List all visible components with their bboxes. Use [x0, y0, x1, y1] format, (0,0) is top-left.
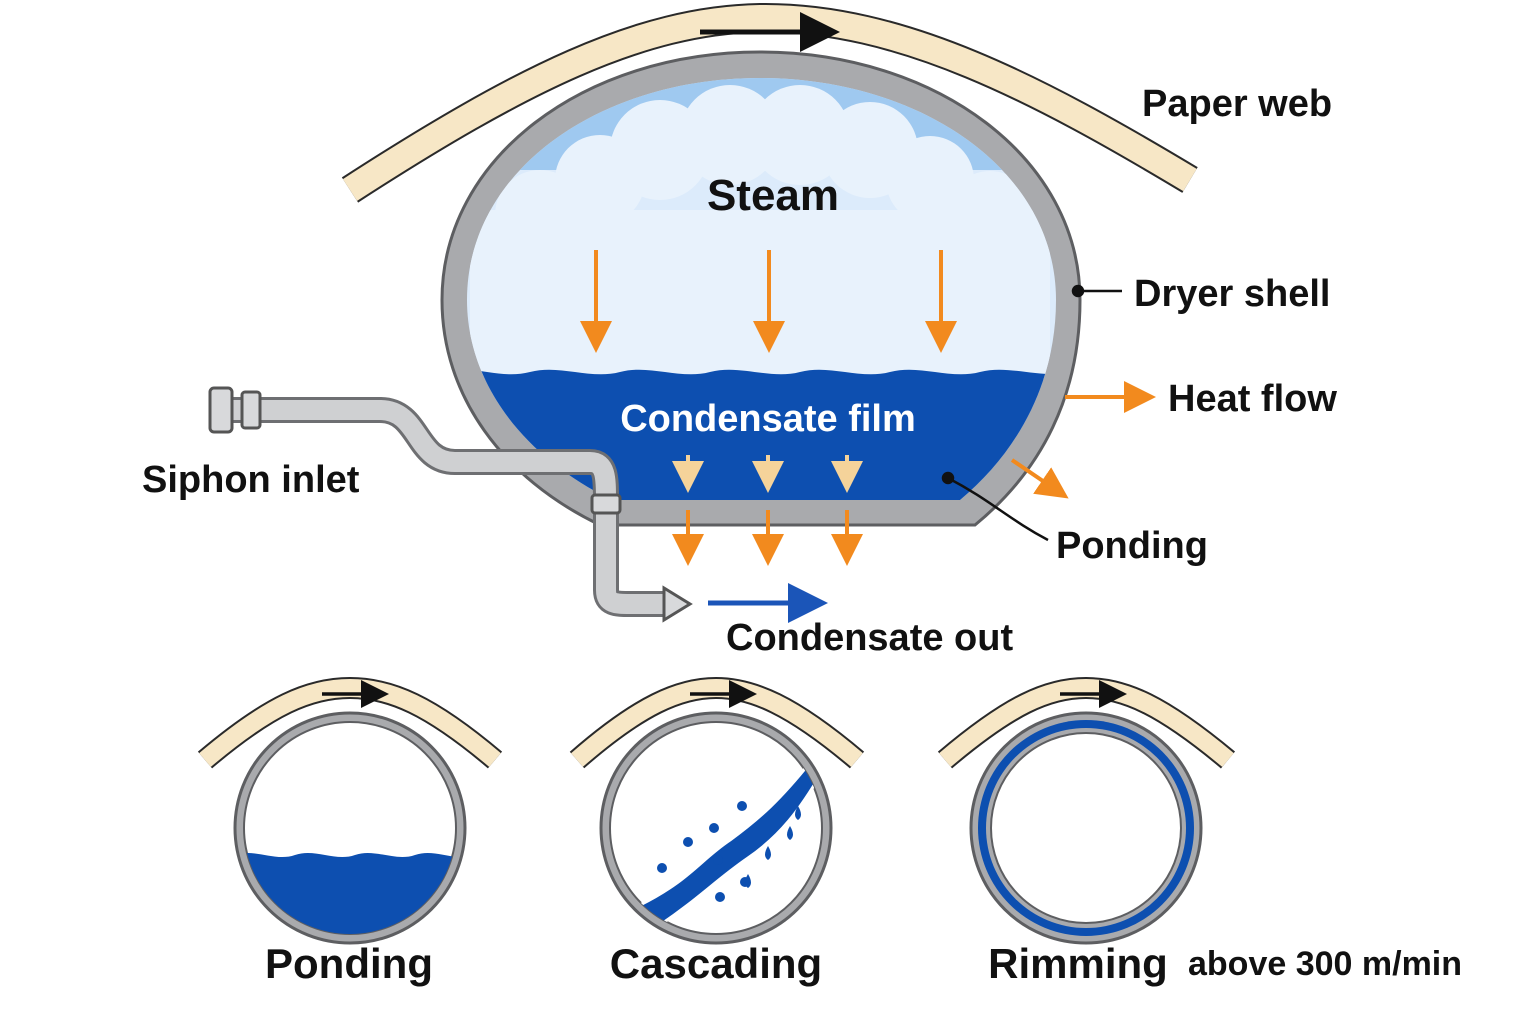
label-heat-flow: Heat flow — [1168, 378, 1337, 420]
paper-web — [341, 2, 1198, 203]
label-ponding: Ponding — [1056, 525, 1208, 567]
film-heat-arrows — [672, 455, 863, 493]
regime-label-rimming: Rimming — [988, 940, 1168, 987]
regime-label-cascading: Cascading — [610, 940, 822, 987]
label-steam: Steam — [707, 171, 839, 220]
label-condensate-film: Condensate film — [620, 398, 916, 440]
heat-out-arrows — [672, 381, 1156, 566]
regime-label-ponding: Ponding — [265, 940, 433, 987]
siphon-outlet-nozzle — [662, 585, 693, 623]
arrow-diagonal-icon — [1010, 458, 1069, 499]
steam-heat-arrows — [580, 250, 957, 353]
regime-ponding — [197, 676, 503, 945]
label-siphon-inlet: Siphon inlet — [142, 459, 360, 501]
label-paper-web: Paper web — [1142, 83, 1332, 125]
label-dryer-shell: Dryer shell — [1134, 273, 1330, 315]
leader-lines — [941, 284, 1122, 542]
regime-rimming — [937, 676, 1236, 945]
cascading-stream — [637, 757, 822, 927]
regime-cascading — [569, 676, 865, 945]
regime-note-rimming-speed: above 300 m/min — [1188, 945, 1462, 983]
cascading-droplets — [657, 801, 801, 902]
label-condensate-out: Condensate out — [726, 617, 1013, 659]
siphon-pipe — [208, 386, 693, 623]
siphon-inlet-fitting — [208, 386, 234, 434]
